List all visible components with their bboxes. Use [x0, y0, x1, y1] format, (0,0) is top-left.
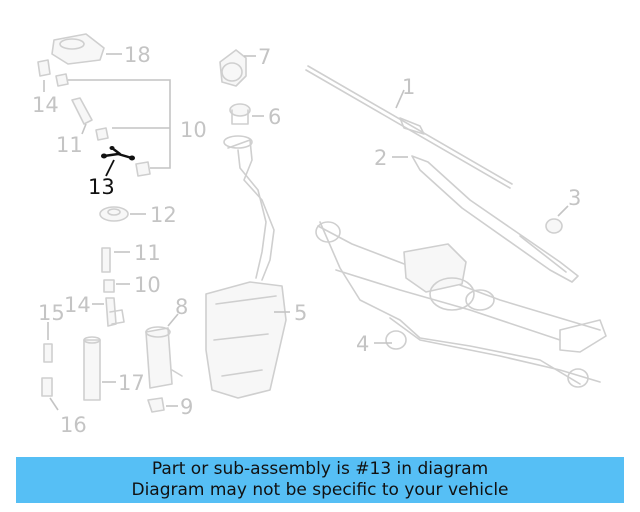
filler-cap	[219, 49, 247, 87]
check-valve-lower	[105, 297, 125, 327]
callout-15: 15	[38, 301, 65, 325]
callout-14a: 14	[32, 93, 59, 117]
filler-neck	[229, 103, 251, 125]
banner-line-1: Part or sub-assembly is #13 in diagram	[151, 459, 489, 479]
info-banner: Part or sub-assembly is #13 in diagram D…	[16, 457, 624, 503]
callout-11a: 11	[56, 133, 83, 157]
connector-mid	[95, 127, 109, 141]
callout-5: 5	[294, 301, 307, 325]
connector-top	[55, 73, 69, 87]
callout-7: 7	[258, 45, 271, 69]
callout-4: 4	[356, 332, 369, 356]
callout-8: 8	[175, 295, 188, 319]
callout-17: 17	[118, 371, 145, 395]
callout-3: 3	[568, 186, 581, 210]
hose-lower	[101, 247, 111, 273]
callout-18: 18	[124, 43, 151, 67]
connector-lower	[103, 279, 115, 293]
callout-10b: 10	[134, 273, 161, 297]
parts-diagram: 1 2 3 4 5	[32, 33, 607, 437]
callout-1: 1	[402, 75, 415, 99]
washer-reservoir	[205, 135, 287, 399]
check-valve-top	[37, 59, 51, 77]
hose-top	[71, 97, 93, 125]
pump-grommet	[147, 397, 165, 413]
connector-13	[101, 146, 135, 161]
callout-10a: 10	[180, 118, 207, 142]
leader-3	[557, 205, 569, 217]
callout-13: 13	[88, 175, 115, 199]
connector-15	[43, 343, 53, 363]
leader-8	[167, 313, 179, 327]
connector-16	[41, 377, 53, 397]
callout-6: 6	[268, 105, 281, 129]
callout-2: 2	[374, 146, 387, 170]
washer-pump	[145, 326, 183, 389]
wiper-linkage	[315, 221, 607, 388]
wiper-blade	[305, 65, 513, 189]
leader-10a	[68, 79, 171, 169]
leader-11a	[81, 123, 87, 135]
callout-12: 12	[150, 203, 177, 227]
callout-16: 16	[60, 413, 87, 437]
washer-nozzle	[51, 33, 105, 65]
callout-11b: 11	[134, 241, 161, 265]
leader-1	[395, 89, 405, 109]
grommet	[99, 206, 129, 222]
hose-17	[83, 336, 101, 401]
arm-cap	[545, 218, 563, 234]
leader-16	[49, 397, 59, 411]
wiper-arm	[411, 155, 579, 283]
callout-14b: 14	[64, 293, 91, 317]
leader-13	[105, 159, 115, 177]
callout-9: 9	[180, 395, 193, 419]
connector-low	[135, 161, 151, 177]
banner-line-2: Diagram may not be specific to your vehi…	[131, 480, 509, 500]
